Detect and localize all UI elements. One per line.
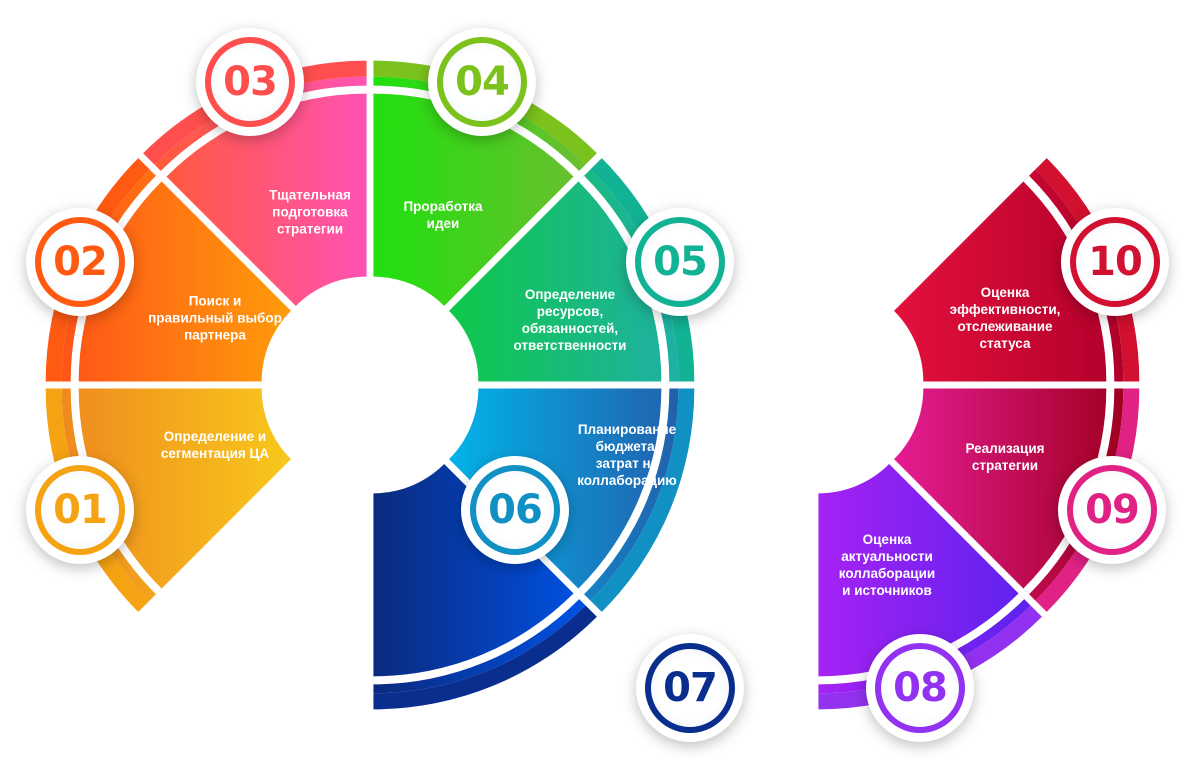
step-04-label: Проработка идеи [403,198,482,232]
label-line: правильный выбор [148,310,282,326]
label-line: каналов [710,579,766,595]
badge-ring: 05 [635,217,725,307]
step-01-badge: 01 [26,456,134,564]
label-line: ответственности [513,338,627,353]
segment-outer-band [590,388,695,612]
step-06-label: Планирование бюджета, затрат на коллабораци… [577,421,677,489]
badge-ring: 06 [470,465,560,555]
label-line: актуальности [841,549,933,564]
label-line: ресурсов, [536,304,604,319]
badge-ring: 07 [645,643,735,733]
step-number: 08 [893,665,948,711]
label-line: коллаборацию [577,473,677,488]
label-line: эффективности, [949,302,1061,317]
step-number: 02 [53,239,108,285]
label-line: идеи [426,216,460,231]
label-line: Поиск и [188,293,242,309]
label-line: Тщательная [269,187,351,203]
step-10-label: Оценка эффективности, отслеживание статуса [950,284,1061,352]
step-number: 01 [53,487,108,533]
label-line: коллаборации [838,566,936,581]
label-line: бюджета, [595,439,659,454]
step-number: 09 [1085,487,1140,533]
step-05-badge: 05 [626,208,734,316]
step-09-badge: 09 [1058,456,1166,564]
step-07-badge: 07 [636,634,744,742]
label-line: отслеживание [957,319,1053,334]
step-number: 07 [663,665,718,711]
label-line: стратегии [971,458,1039,473]
segment-outer-band [373,605,597,710]
label-line: подходящих [696,562,780,578]
step-number: 05 [653,239,708,285]
label-line: подготовка [272,204,348,220]
label-line: затрат на [595,456,659,471]
step-number: 06 [488,487,543,533]
step-08-badge: 08 [866,634,974,742]
label-line: Определение и [163,429,267,444]
step-08-label: Оценка актуальности коллаборации и источник… [839,531,935,599]
step-04-badge: 04 [428,28,536,136]
step-number: 03 [223,59,278,105]
label-line: партнера [184,327,246,343]
step-09-label: Реализация стратегии [965,440,1044,474]
step-03-badge: 03 [196,28,304,136]
label-line: Планирование [577,422,677,437]
label-line: сегментация ЦА [160,446,270,461]
label-line: Реализация [965,441,1045,456]
step-01-label: Определение и сегментация ЦА [161,428,269,462]
label-line: стратегии [276,221,344,237]
label-line: Проработка [403,199,483,214]
badge-ring: 02 [35,217,125,307]
badge-ring: 01 [35,465,125,555]
label-line: и источников [842,583,932,598]
badge-ring: 03 [205,37,295,127]
badge-ring: 04 [437,37,527,127]
badge-ring: 08 [875,643,965,733]
label-line: Оценка [862,532,912,547]
label-line: Оценка [980,285,1030,300]
label-line: Определение [524,287,616,302]
label-line: статуса [979,336,1031,351]
step-02-badge: 02 [26,208,134,316]
step-06-badge: 06 [461,456,569,564]
step-05-label: Определение ресурсов, обязанностей, ответст… [514,286,627,354]
badge-ring: 09 [1067,465,1157,555]
step-10-badge: 10 [1061,208,1169,316]
badge-ring: 10 [1070,217,1160,307]
label-line: Выбор [714,545,762,561]
step-07-segment [373,464,597,710]
label-line: обязанностей, [521,321,619,336]
step-number: 04 [455,59,510,105]
step-number: 10 [1088,239,1143,285]
